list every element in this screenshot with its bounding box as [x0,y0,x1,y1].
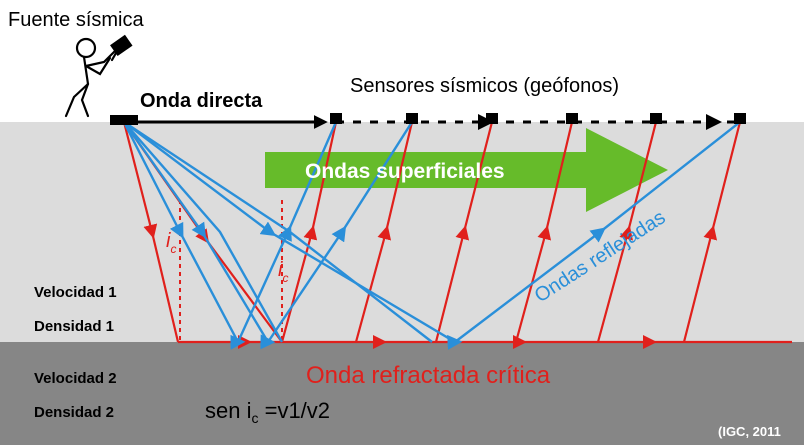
velocity-2-label: Velocidad 2 [34,370,117,387]
snell-formula-prefix: sen i [205,398,251,423]
snell-formula: sen ic =v1/v2 [205,398,330,426]
velocity-1-label: Velocidad 1 [34,284,117,301]
seismic-source-plate [110,115,138,125]
reflected-ray-3 [123,121,741,350]
head-wave-ray-5 [596,121,658,343]
reflected-rays [122,120,741,350]
snell-formula-subscript: c [251,410,258,426]
geophone [650,113,662,124]
density-2-label: Densidad 2 [34,404,114,421]
geophone [330,113,342,124]
geophone [734,113,746,124]
surface-waves-label: Ondas superficiales [305,160,505,183]
direct-wave-label: Onda directa [140,90,263,112]
sensor-line-arrowhead [706,114,722,130]
snell-formula-suffix: =v1/v2 [258,398,330,423]
layer-2 [0,342,804,445]
refracted-wave-label: Onda refractada crítica [306,362,551,389]
geophone [486,113,498,124]
density-1-label: Densidad 1 [34,318,114,335]
source-title: Fuente sísmica [8,9,144,31]
person-with-hammer-icon [64,34,133,118]
critical-angle-symbol: i [278,259,283,281]
reflected-ray-5 [123,120,433,343]
geophone [406,113,418,124]
reflected-ray-4 [123,121,284,343]
surface-waves-arrow [265,128,668,212]
credit-label: (IGC, 2011 [718,424,781,439]
sensors-label: Sensores sísmicos (geófonos) [350,75,619,97]
critical-angle-label-2: ic [278,259,288,285]
critical-angle-subscript: c [170,242,176,256]
head-wave-ray-6 [682,121,742,343]
critical-angle-label-1: ic [166,230,176,256]
geophones [330,113,746,124]
geophone [566,113,578,124]
critical-angle-subscript: c [282,271,288,285]
incident-ray-1 [122,121,180,343]
critical-angle-symbol: i [166,230,171,252]
